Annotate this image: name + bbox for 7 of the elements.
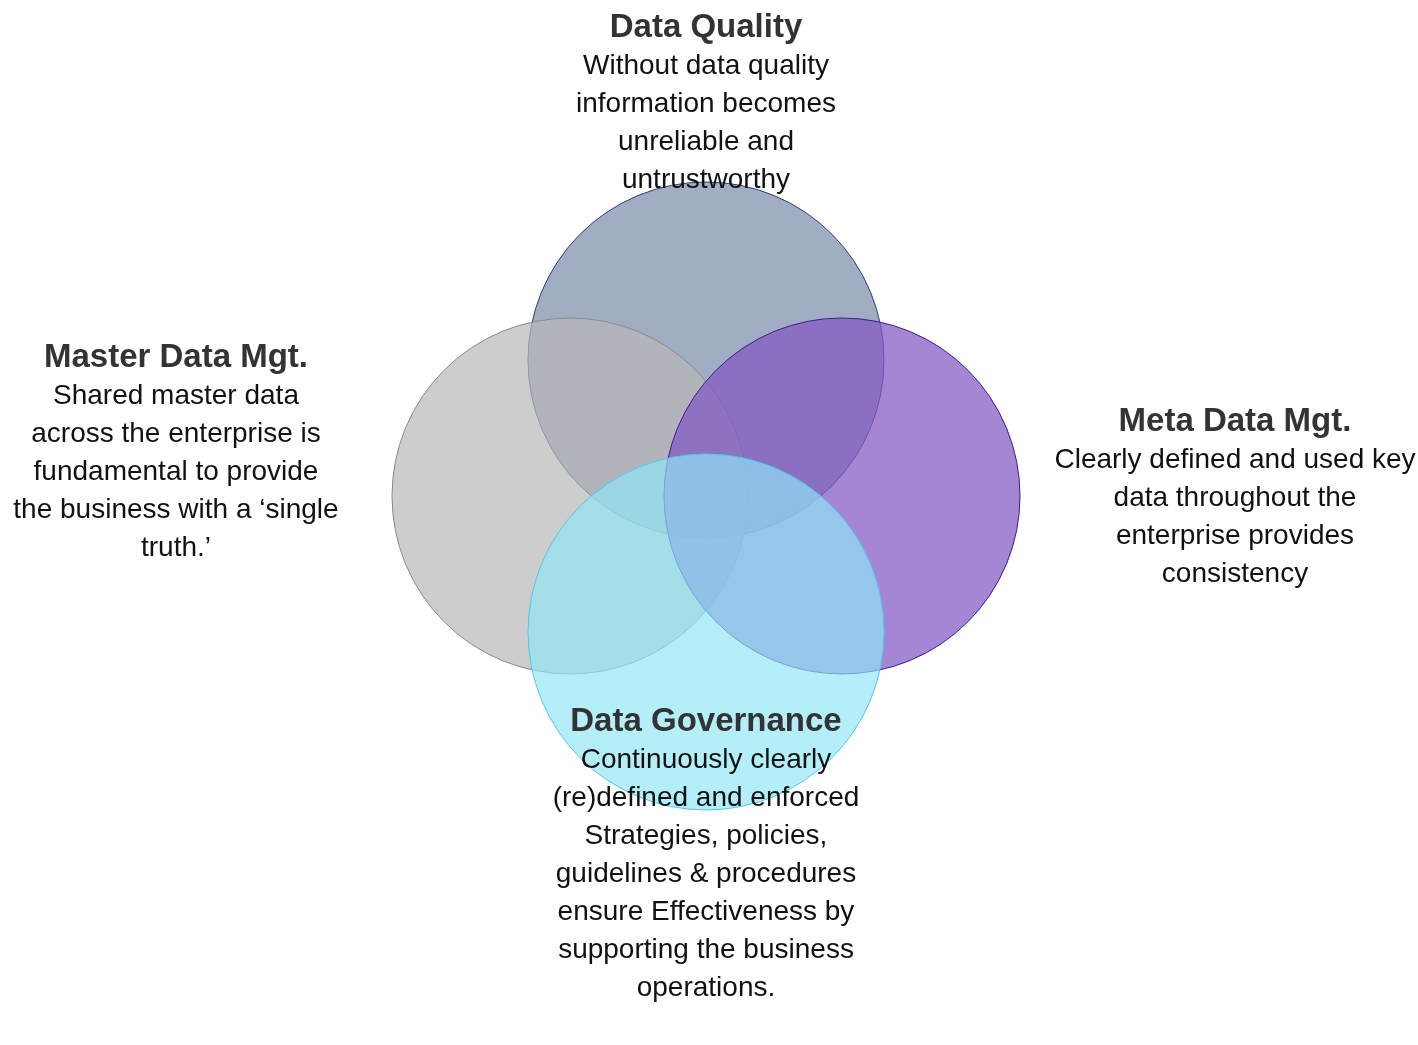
description: Shared master data across the enterprise is fundamental to provide the business with a ‘single truth.’ (12, 378, 340, 564)
heading: Data Governance (569, 700, 843, 740)
description: Clearly defined and used key data throughout the enterprise provides consistency (1053, 442, 1417, 590)
heading: Master Data Mgt. (42, 336, 310, 376)
heading: Meta Data Mgt. (1117, 400, 1353, 440)
heading: Data Quality (608, 6, 804, 46)
description: Without data quality information becomes unreliable and untrustworthy (575, 48, 837, 196)
